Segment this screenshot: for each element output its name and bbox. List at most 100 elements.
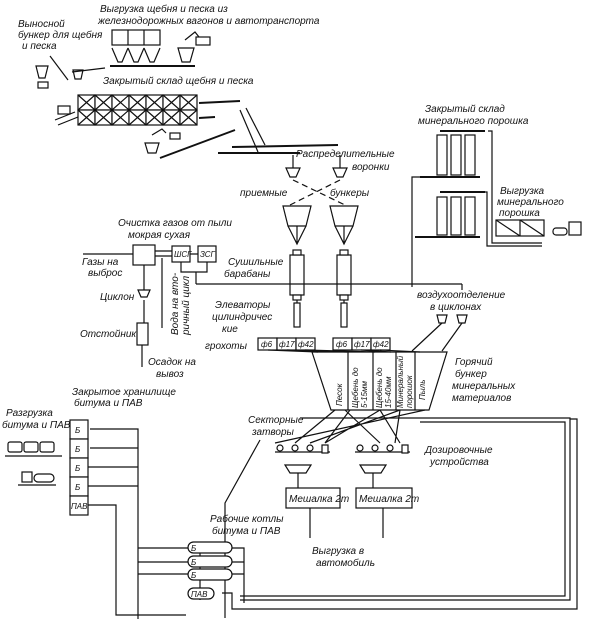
mixer-right — [355, 487, 413, 509]
label-line: Рабочие котлы — [210, 513, 284, 525]
bitumen-feed-pipes — [88, 428, 186, 619]
screen-size: ф17 — [279, 340, 295, 349]
hot-bunker-compartment-labels: Песок Щебень до5-15мм Щебень до15-40мм М… — [335, 355, 427, 408]
screen-size: ф42 — [298, 340, 314, 349]
settler-box — [136, 322, 149, 346]
label-line: Выгрузка — [500, 186, 545, 197]
weigh-hopper-right — [358, 464, 388, 474]
label-line: выброс — [88, 267, 122, 279]
label-line: битума и ПАВ — [212, 525, 281, 537]
dry-cleaner-label: ЗСГ — [200, 250, 216, 259]
cyclone-icon — [436, 314, 448, 324]
label-line: Закрытый склад — [425, 104, 505, 115]
distribution-funnels — [285, 155, 348, 206]
label-line: железнодорожных вагонов и автотранспорта — [97, 16, 320, 27]
hot-bunker — [267, 349, 448, 411]
label-line: Газы на — [82, 257, 119, 268]
kettle-label: ПАВ — [191, 590, 208, 599]
label-line: Распределительные — [296, 149, 395, 160]
scrubber-box — [132, 244, 156, 266]
label-line: Дозировочные — [424, 445, 493, 456]
compartment-label: Минеральныйпорошок — [396, 355, 414, 408]
label-line: бункер — [455, 368, 487, 380]
bitumen-doser-icon — [401, 444, 409, 454]
dosing-label: Дозировочные устройства — [424, 445, 493, 468]
label-line: Закрытое хранилище — [72, 387, 176, 398]
closed-store-label: Закрытый склад щебня и песка — [103, 75, 254, 87]
kettle-return-pipes — [222, 418, 578, 610]
label-line: кие — [222, 324, 238, 335]
top-unloading-label: Выгрузка щебня и песка из железнодорожны… — [97, 3, 320, 27]
label-line: материалов — [452, 393, 511, 404]
tank-railcars-icon — [5, 441, 62, 457]
kettle-label: Б — [191, 558, 196, 567]
powder-store-label: Закрытый склад минерального порошка — [418, 104, 529, 127]
label-line: Выгрузка щебня и песка из — [100, 3, 228, 15]
receiving-bunkers-label-left: приемные — [240, 188, 288, 199]
screens-label: грохоты — [205, 341, 248, 352]
label-line: Очистка газов от пыли — [118, 218, 232, 229]
hot-bunker-label: Горячий бункер минеральных материалов — [452, 357, 516, 404]
tank-label: Б — [75, 483, 80, 492]
label-line: ричный цикл — [181, 275, 192, 336]
railcar-icon — [495, 219, 545, 237]
label-line: воронки — [352, 162, 390, 173]
compartment-label: Щебень до5-15мм — [351, 367, 369, 408]
screen-size: ф6 — [261, 340, 273, 349]
label-line: Элеваторы — [215, 300, 271, 311]
doser-icon — [371, 444, 379, 452]
label-line: битума и ПАВ — [74, 397, 143, 409]
label-line: Выносной — [18, 19, 65, 30]
bitumen-store-label: Закрытое хранилище битума и ПАВ — [72, 387, 176, 409]
remote-bunker-label: Выносной бункер для щебня и песка — [18, 19, 103, 52]
label-line: Осадок на — [148, 357, 196, 368]
label-line: Сушильные — [228, 257, 284, 268]
kettle-label: Б — [191, 544, 196, 553]
label-line: автомобиль — [316, 557, 375, 569]
distribution-funnels-label: Распределительные воронки — [296, 149, 395, 173]
doser-icon — [276, 444, 284, 452]
screen-size: ф6 — [336, 340, 348, 349]
tank-label: Б — [75, 426, 80, 435]
gas-pipes — [83, 250, 208, 367]
tank-label: ПАВ — [71, 502, 88, 511]
label-line: Разгрузка — [6, 408, 53, 419]
settler-label: Отстойник — [80, 329, 137, 340]
label-line: минерального порошка — [418, 116, 529, 127]
closed-store-grid — [77, 94, 198, 126]
label-line: устройства — [429, 457, 489, 468]
bitumen-unload-label: Разгрузка битума и ПАВ — [2, 408, 71, 431]
label-line: в циклонах — [430, 302, 482, 313]
label-line: Вода на вто- — [170, 272, 181, 335]
gate-lines — [274, 409, 426, 444]
kettle-label: Б — [191, 571, 196, 580]
truck-icon — [144, 128, 181, 154]
drying-drum-right — [336, 249, 352, 301]
label-line: минеральных — [452, 381, 516, 392]
water-label: Вода на вто- ричный цикл — [170, 272, 192, 336]
powder-silos — [411, 130, 542, 287]
discharge-arrows — [297, 473, 384, 538]
compartment-label: Пыль — [418, 380, 427, 400]
store-conveyors — [54, 100, 339, 159]
tank-label: Б — [75, 445, 80, 454]
compartment-label: Песок — [335, 382, 344, 406]
label-line: минерального — [497, 197, 564, 208]
label-line: порошка — [499, 208, 540, 219]
doser-icon — [291, 444, 299, 452]
cyclone-icon — [456, 314, 468, 324]
elevator-left — [293, 300, 301, 328]
label-line: воздухоотделение — [417, 290, 506, 301]
kettle-feed-pipes — [138, 547, 188, 575]
label-line: Выгрузка в — [312, 546, 364, 557]
label-line: мокрая сухая — [128, 230, 191, 241]
doser-icon — [356, 444, 364, 452]
dump-truck-icon — [177, 31, 211, 63]
screen-left: ф6 ф17 ф42 — [257, 337, 316, 351]
bitumen-doser-icon — [321, 444, 329, 454]
truck-unload-label: Выгрузка в автомобиль — [312, 546, 375, 569]
label-line: вывоз — [156, 369, 184, 380]
receiving-bunkers-label-right: бункеры — [330, 187, 370, 199]
